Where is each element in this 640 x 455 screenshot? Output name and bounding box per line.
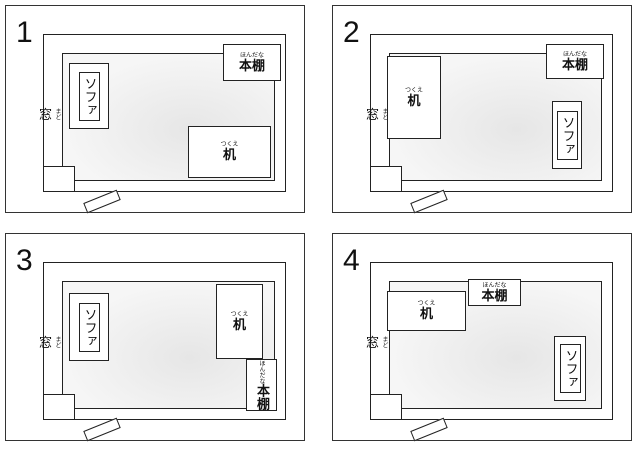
layout-panel-2: 2 窓まど つくえ机 ほんだな本棚 ソファ: [332, 5, 632, 214]
door: [83, 189, 121, 214]
shelf-ruby: ほんだな: [562, 50, 587, 58]
layout-panel-1: 1 窓まど ソファ ほんだな本棚 つくえ机: [5, 5, 305, 214]
window-sill: [44, 394, 75, 419]
sofa: ソファ: [69, 63, 109, 129]
shelf-ruby: ほんだな: [239, 51, 264, 59]
desk-ruby: つくえ: [404, 86, 423, 94]
desk-ruby: つくえ: [417, 300, 436, 307]
desk-ruby: つくえ: [230, 310, 249, 318]
window-label: 窓まど: [366, 104, 389, 124]
desk: つくえ机: [216, 284, 263, 359]
shelf-ruby: ほんだな: [482, 281, 507, 289]
layout-panel-4: 4 窓まど つくえ机 ほんだな本棚 ソファ: [332, 233, 632, 442]
shelf-label: 本棚: [481, 288, 508, 304]
panel-number: 4: [343, 244, 360, 277]
door: [83, 417, 121, 442]
shelf-label: 本棚: [561, 57, 588, 73]
bookshelf: ほんだな本棚: [546, 44, 604, 79]
bookshelf: ほんだな本棚: [468, 279, 521, 306]
window-ruby: まど: [54, 107, 62, 120]
layout-panel-3: 3 窓まど ソファ つくえ机 ほんだな本棚: [5, 233, 305, 442]
door: [410, 189, 448, 214]
desk-ruby: つくえ: [220, 141, 239, 148]
desk-label: 机: [232, 317, 246, 333]
panel-number: 3: [16, 244, 33, 277]
bookshelf: ほんだな本棚: [246, 359, 277, 411]
shelf-label: 本棚: [254, 384, 269, 410]
sofa: ソファ: [552, 101, 582, 169]
window-label: 窓まど: [39, 332, 62, 352]
desk-label: 机: [419, 307, 433, 322]
desk: つくえ机: [188, 126, 271, 178]
window-label: 窓まど: [39, 104, 62, 124]
sofa: ソファ: [554, 336, 586, 401]
door: [410, 417, 448, 442]
panel-number: 2: [343, 16, 360, 49]
desk: つくえ机: [387, 291, 466, 331]
window-sill: [371, 166, 402, 191]
window-sill: [44, 166, 75, 191]
window-ruby: まど: [54, 335, 62, 348]
window-sill: [371, 394, 402, 419]
window-ruby: まど: [381, 335, 389, 348]
desk: つくえ机: [387, 56, 441, 139]
panel-number: 1: [16, 16, 33, 49]
bookshelf: ほんだな本棚: [223, 44, 281, 81]
window-text: 窓: [366, 336, 380, 351]
sofa: ソファ: [69, 293, 109, 361]
shelf-ruby: ほんだな: [258, 360, 265, 384]
window-text: 窓: [39, 336, 53, 351]
shelf-label: 本棚: [238, 58, 265, 74]
sofa-label: ソファ: [78, 302, 100, 352]
desk-label: 机: [407, 93, 421, 109]
sofa-label: ソファ: [78, 71, 100, 121]
window-text: 窓: [366, 108, 380, 123]
sofa-label: ソファ: [556, 110, 578, 160]
sofa-label: ソファ: [559, 344, 581, 393]
window-label: 窓まど: [366, 332, 389, 352]
desk-label: 机: [222, 148, 236, 163]
window-text: 窓: [39, 108, 53, 123]
window-ruby: まど: [381, 107, 389, 120]
